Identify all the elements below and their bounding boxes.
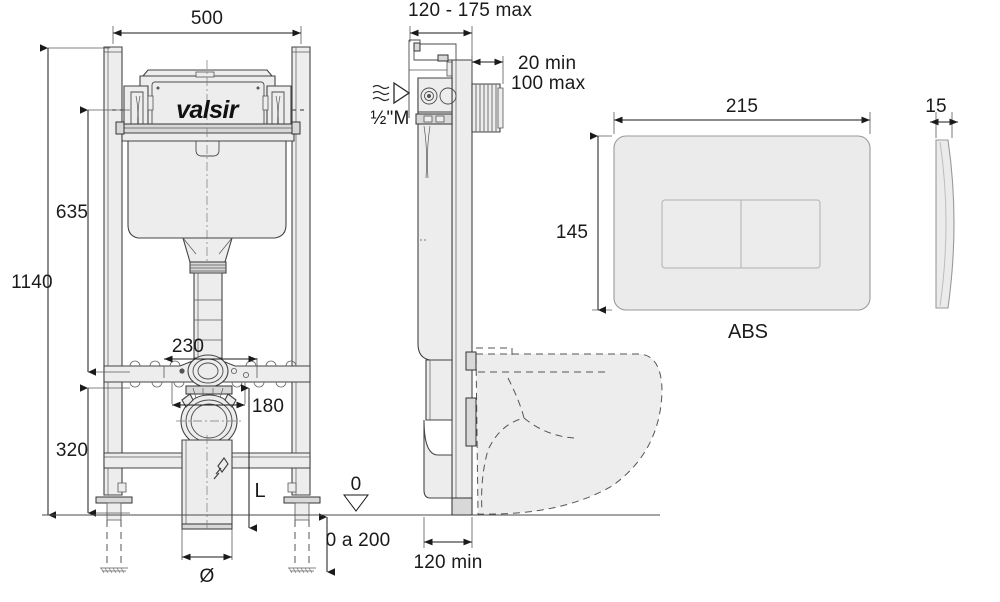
side-cistern-profile: [415, 77, 457, 499]
datum-triangle-icon: [343, 494, 369, 512]
cistern-body: [127, 139, 287, 263]
dim-depth-range-label: 120 - 175 max: [408, 0, 532, 21]
dim-floor-adjust-label: 0 a 200: [326, 530, 391, 551]
water-supply-label: ½"M: [370, 108, 409, 129]
dim-100max-label: 100 max: [511, 73, 586, 94]
wall-hung-wc-bowl: [465, 347, 663, 515]
dim-L-label: L: [254, 480, 265, 502]
frame-leg-right: [283, 46, 321, 574]
supply-arrow-icon: [393, 81, 411, 105]
dim-145-label: 145: [556, 222, 588, 243]
dim-diameter-label: Ø: [200, 566, 215, 587]
front-elevation-view: [95, 46, 321, 574]
dim-1140-label: 1140: [11, 272, 53, 293]
dim-215-label: 215: [726, 96, 758, 117]
frame-leg-left: [95, 46, 133, 574]
flush-plate-side-view: 15: [925, 96, 958, 309]
side-frame-upright: [451, 59, 473, 516]
dim-180-label: 180: [252, 396, 284, 417]
drain-pipe-down: [181, 435, 233, 530]
water-supply-symbol: ½"M: [370, 81, 411, 129]
wall-outlet-bellows: [471, 83, 504, 133]
dim-120min-label: 120 min: [414, 552, 483, 573]
dim-500-label: 500: [191, 8, 223, 29]
side-view-dimensions: 120 - 175 max 20 min 100 max 120 min: [408, 0, 586, 573]
cistern-top-housing: [115, 69, 301, 142]
flush-elbow-connector: [187, 354, 229, 388]
dim-635-label: 635: [56, 202, 88, 223]
dim-320-label: 320: [56, 440, 88, 461]
flush-plate-front-view: ABS 215 145: [556, 96, 871, 343]
flush-pipe: [189, 261, 227, 359]
dim-20min-label: 20 min: [518, 53, 576, 74]
wc-drain-outlet: [176, 385, 244, 448]
plate-material-label: ABS: [728, 321, 768, 343]
valsir-brand-logo: valsir: [176, 96, 240, 124]
water-wave-icon: [372, 84, 390, 102]
dim-230-label: 230: [172, 336, 204, 357]
dim-15-label: 15: [925, 96, 947, 117]
datum-zero-label: 0: [351, 474, 362, 495]
side-section-view: ½"M: [370, 39, 663, 516]
